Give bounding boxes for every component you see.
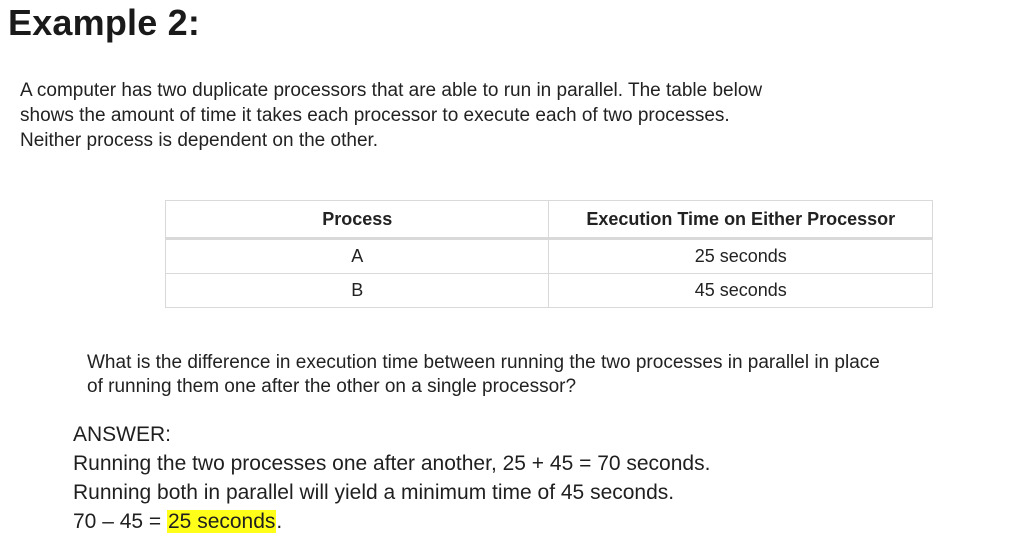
column-header-execution-time: Execution Time on Either Processor [548,200,933,240]
answer-label: ANSWER: [73,423,172,446]
question-line: What is the difference in execution time… [87,352,880,373]
intro-line: A computer has two duplicate processors … [20,80,763,101]
intro-line: shows the amount of time it takes each p… [20,105,730,126]
answer-final-line: 70 – 45 = 25 seconds. [73,507,973,534]
page-title: Example 2: [8,2,201,43]
answer-line: Running the two processes one after anot… [73,452,711,475]
answer-period: . [276,510,283,533]
table-row: A 25 seconds [164,238,933,274]
execution-time-cell: 45 seconds [548,273,933,308]
intro-paragraph: A computer has two duplicate processors … [20,78,900,153]
table-row: B 45 seconds [164,273,933,308]
execution-time-cell: 25 seconds [548,238,933,274]
process-cell: B [164,273,550,308]
answer-equation: 70 – 45 = [73,510,167,533]
process-time-table: Process Execution Time on Either Process… [164,200,933,308]
intro-line: Neither process is dependent on the othe… [20,130,379,151]
column-header-process: Process [164,200,550,240]
answer-block: ANSWER: Running the two processes one af… [73,420,973,534]
answer-line: Running both in parallel will yield a mi… [73,481,675,504]
question-line: of running them one after the other on a… [87,376,577,397]
highlighted-answer: 25 seconds [167,510,277,533]
process-cell: A [164,238,550,274]
table-header-row: Process Execution Time on Either Process… [164,200,933,240]
question: What is the difference in execution time… [87,351,997,399]
